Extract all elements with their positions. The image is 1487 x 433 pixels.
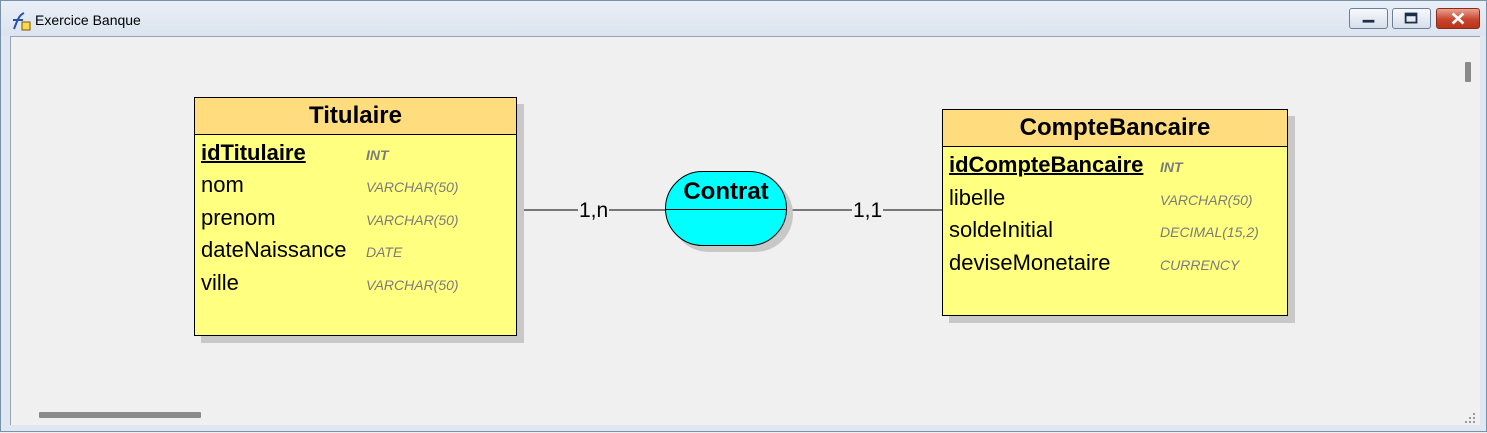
association-contrat[interactable]: Contrat: [665, 171, 787, 246]
attribute-name: prenom: [201, 205, 276, 230]
attribute-name: soldeInitial: [949, 217, 1053, 242]
horizontal-scrollbar[interactable]: [39, 412, 201, 418]
entity-title: Titulaire: [195, 98, 516, 135]
resize-grip-icon[interactable]: [1463, 411, 1477, 425]
window-title: Exercice Banque: [35, 12, 141, 28]
maximize-button[interactable]: [1392, 8, 1431, 29]
attribute-name: idTitulaire: [201, 140, 306, 165]
entity-title: CompteBancaire: [943, 110, 1287, 147]
cardinality-right: 1,1: [852, 199, 884, 223]
attribute-type: VARCHAR(50): [366, 179, 459, 195]
attribute-name: deviseMonetaire: [949, 250, 1111, 275]
attribute-name: ville: [201, 270, 239, 295]
attribute-type: VARCHAR(50): [1160, 192, 1253, 208]
close-button[interactable]: [1436, 8, 1480, 29]
association-name: Contrat: [683, 178, 769, 205]
minimize-icon: [1362, 19, 1375, 23]
app-logo-icon: [13, 12, 31, 31]
entity-titulaire[interactable]: Titulaire idTitulaire INT nom VARCHAR(50…: [194, 97, 517, 336]
entity-comptebancaire[interactable]: CompteBancaire idCompteBancaire INT libe…: [942, 109, 1288, 316]
attribute-type: VARCHAR(50): [366, 277, 459, 293]
attribute-name: nom: [201, 172, 244, 197]
cardinality-left: 1,n: [578, 199, 610, 223]
close-icon: [1451, 12, 1465, 25]
attribute-type: CURRENCY: [1160, 257, 1240, 273]
attribute-type: INT: [1160, 159, 1183, 175]
attribute-type: VARCHAR(50): [366, 212, 459, 228]
attribute-type: INT: [366, 147, 389, 163]
attribute-name: idCompteBancaire: [949, 152, 1144, 177]
maximize-icon: [1404, 12, 1418, 24]
vertical-scrollbar[interactable]: [1465, 62, 1471, 82]
association-divider: [666, 209, 786, 210]
title-bar[interactable]: Exercice Banque: [1, 1, 1486, 36]
attribute-name: dateNaissance: [201, 237, 347, 262]
attribute-type: DATE: [366, 244, 403, 260]
minimize-button[interactable]: [1349, 8, 1388, 29]
attribute-name: libelle: [949, 185, 1006, 210]
attribute-type: DECIMAL(15,2): [1160, 224, 1259, 240]
